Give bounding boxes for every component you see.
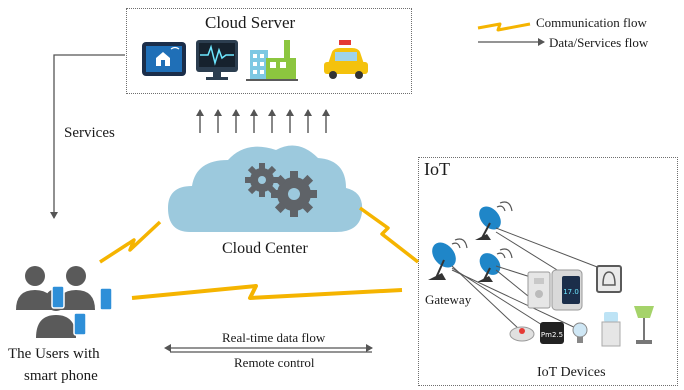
taxi-car-icon	[324, 40, 368, 79]
lightning-cloud-gateway	[358, 206, 420, 264]
water-dispenser-icon	[601, 312, 621, 347]
legend-lightning-icon	[477, 22, 531, 32]
sensor-dish-icon	[475, 201, 513, 240]
realtime-label: Real-time data flow	[222, 330, 326, 345]
air-quality-monitor-icon: Pm2.5	[540, 322, 564, 344]
services-flow-arrow	[50, 54, 125, 219]
thermostat-icon: 17.0	[551, 269, 583, 311]
doorbell-icon	[596, 265, 622, 293]
pm-readout: Pm2.5	[541, 331, 563, 339]
gateway-dish-icon	[428, 238, 468, 280]
lightning-users-cloud	[99, 220, 162, 264]
smartphone-icon	[51, 285, 113, 336]
iot-devices-label: IoT Devices	[537, 365, 606, 380]
lightning-users-gateway	[131, 284, 403, 300]
iot-title: IoT	[424, 159, 450, 179]
remote-label: Remote control	[234, 355, 315, 370]
legend-communication-label: Communication flow	[536, 15, 647, 30]
factory-building-icon	[246, 40, 298, 81]
users-group-icon	[16, 266, 95, 338]
light-bulb-icon	[572, 322, 588, 343]
smart-plug-icon	[527, 271, 551, 309]
cloud-server-box	[126, 8, 412, 94]
users-label-line1: The Users with	[8, 346, 100, 362]
gear-small-icon	[245, 163, 279, 197]
services-label: Services	[64, 125, 115, 141]
heart-monitor-icon	[196, 40, 238, 80]
sensor-dish-icon	[477, 248, 513, 282]
smart-home-tablet-icon	[142, 42, 186, 76]
iot-box	[418, 157, 678, 386]
cloud-server-title: Cloud Server	[205, 13, 296, 32]
gateway-label: Gateway	[425, 292, 472, 307]
cloud-center-label: Cloud Center	[222, 240, 308, 257]
lamp-icon	[634, 306, 654, 344]
upload-arrows	[196, 109, 330, 133]
smoke-detector-icon	[509, 326, 535, 342]
thermostat-readout: 17.0	[563, 288, 579, 296]
users-label-line2: smart phone	[24, 368, 98, 384]
legend-data-label: Data/Services flow	[549, 35, 649, 50]
device-connections	[451, 227, 606, 331]
